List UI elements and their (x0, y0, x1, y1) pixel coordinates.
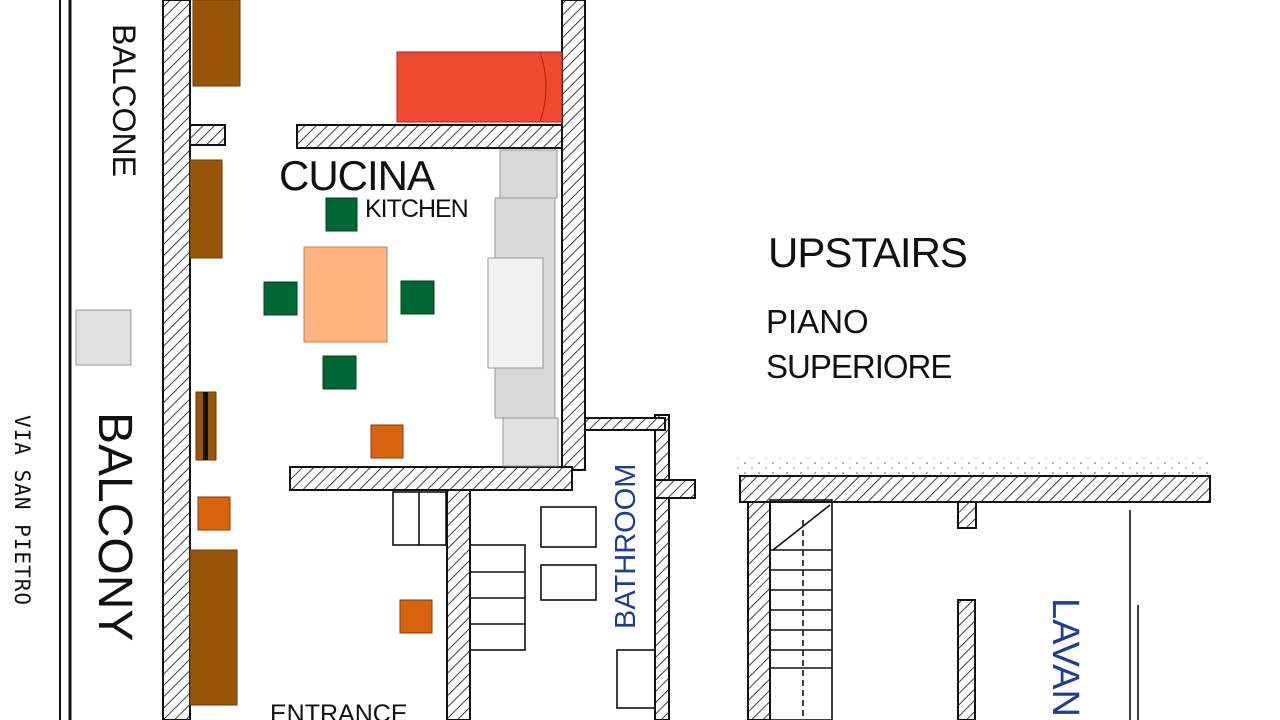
outdoor-area (735, 458, 1210, 476)
label-kitchen: KITCHEN (365, 195, 469, 223)
stool (370, 424, 404, 459)
label-street: VIA SAN PIETRO (10, 415, 34, 607)
wall-stub (957, 501, 977, 529)
wood-cabinet (189, 549, 238, 706)
wall-kitchen-top (296, 124, 583, 149)
furniture (75, 0, 563, 706)
chair (325, 197, 358, 232)
wall-lower-top (739, 475, 1211, 503)
walls (162, 0, 1211, 720)
label-upstairs: UPSTAIRS (768, 229, 968, 276)
sink (487, 257, 544, 369)
stool (399, 599, 433, 634)
counter (502, 417, 559, 467)
chair (263, 281, 298, 316)
label-superiore: SUPERIORE (766, 348, 952, 385)
wall-kitchen-right (561, 0, 586, 471)
label-lavan: LAVAN (1044, 598, 1086, 717)
kitchen-table (303, 246, 388, 343)
wall-hall (446, 489, 471, 720)
counter (499, 149, 558, 199)
wall-small (189, 124, 226, 146)
wall-stairs-left (747, 477, 771, 720)
label-bathroom: BATHROOM (610, 463, 642, 629)
label-piano: PIANO (766, 303, 869, 340)
bed (396, 51, 563, 123)
label-balcony: BALCONY (88, 412, 141, 642)
stool (197, 496, 231, 531)
wood-cabinet (192, 0, 241, 87)
label-cucina: CUCINA (279, 152, 435, 199)
wall-bath-step (654, 479, 696, 499)
stairs (392, 491, 1139, 720)
wall-left (162, 0, 191, 720)
wood-cabinet (189, 159, 223, 259)
label-balcone: BALCONE (106, 24, 142, 177)
wall-inner (957, 599, 976, 720)
wall-bathroom-top (584, 417, 666, 431)
chair (400, 280, 435, 315)
label-entrance: ENTRANCE (270, 700, 408, 720)
chair (322, 355, 357, 390)
balcony-table (75, 309, 132, 366)
wall-kitchen-bottom (289, 466, 573, 491)
wall-bathroom (654, 414, 670, 720)
